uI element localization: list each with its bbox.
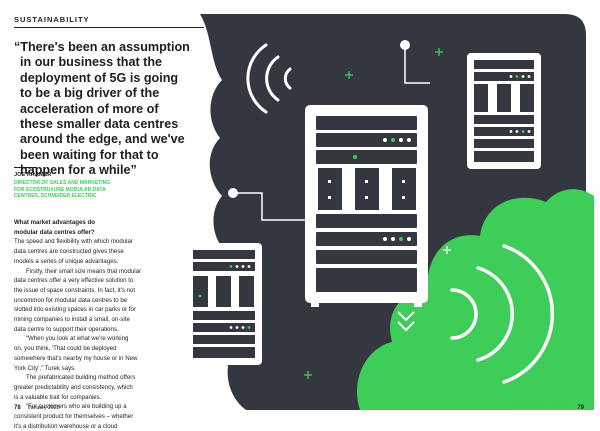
paragraph-line: Firstly, their small size means that mod… [26,267,142,275]
attribution-title-line: FOR ECOSTRUXURE MODULAR DATA [14,186,106,193]
article-paragraph: “When you look at what we're working on,… [14,334,210,373]
paragraph-line: consistent product for themselves – whet… [14,413,134,421]
plus-icon [443,246,451,254]
wifi-signal-icon [246,43,292,114]
page-number: 79 [577,405,584,411]
footer-left: 78 January 2023 [14,405,60,411]
attribution-title: DIRECTOR OF SALES AND MARKETING FOR ECOS… [14,180,174,200]
pull-quote-line: “There's been an assumption [14,40,190,54]
pull-quote-line: happen for a while” [20,163,137,178]
server-rack-icon [186,243,262,365]
connector-node [228,188,238,198]
paragraph-line: models a series of unique advantages. [14,257,119,265]
paragraph-line: is a valuable trait for companies. [14,393,102,401]
server-rack-icon [305,105,428,307]
pull-quote: “There's been an assumption in our busin… [14,40,214,179]
paragraph-line: somewhere that's nearby my house or in N… [14,354,138,362]
paragraph-line: mining companies to install a small, on-… [14,316,130,324]
pull-quote-line: to be a big driver of the [20,86,160,101]
attribution-title-line: CENTRES, SCHNEIDER ELECTRIC [14,193,97,200]
pull-quote-line: around the edge, and we've [20,132,185,147]
pull-quote-line: in our business that the [20,55,163,70]
attribution-divider [14,167,36,168]
paragraph-line: uncommon for modular data centres to be [14,296,128,304]
pull-quote-line: these smaller data centres [20,117,179,132]
article-paragraph: The prefabricated building method offers… [14,373,210,402]
connector-node [400,40,410,50]
article-body: What market advantages do modular data c… [14,218,210,431]
pull-quote-line: deployment of 5G is going [20,70,179,85]
pull-quote-line: been waiting for that to [20,147,159,162]
paragraph-line: on, you think, 'That could be deployed [14,345,117,353]
paragraph-line: data centres are constructed gives these [14,248,124,256]
paragraph-line: greater predictability and consistency, … [14,383,133,391]
paragraph-line: data centres offer a very effective solu… [14,277,134,285]
paragraph-line: The speed and flexibility with which mod… [14,238,133,246]
paragraph-line: data centre to support their operations. [14,325,119,333]
section-divider [14,27,204,28]
plus-icon [435,48,443,56]
article-paragraph: The speed and flexibility with which mod… [14,237,210,266]
paragraph-line: York City',” Turek says. [14,364,76,372]
section-label: SUSTAINABILITY [14,15,90,24]
paragraph-line: “For customers who are building up a [26,403,127,411]
paragraph-line: it's a distribution warehouse or a cloud [14,422,118,430]
attribution-name: JOE KRAMER [14,172,52,178]
page-number: 78 [14,405,21,411]
chevron-down-icon [397,311,415,332]
paragraph-line: The prefabricated building method offers [26,374,136,382]
attribution-title-line: DIRECTOR OF SALES AND MARKETING [14,180,111,186]
article-paragraph: Firstly, their small size means that mod… [14,267,210,335]
green-cloud [356,189,594,410]
plus-icon [304,371,312,379]
footer-right: datacentremagazine.com 79 [512,405,584,411]
pull-quote-line: acceleration of more of [20,101,159,116]
paragraph-line: slotted into existing spaces in car park… [14,306,136,314]
article-subheading: What market advantages do modular data c… [14,218,210,237]
issue-date: January 2023 [28,405,60,411]
wifi-signal-icon [450,244,555,384]
paragraph-line: “When you look at what we're working [26,335,129,343]
paragraph-line: the issue of space constraints. In fact,… [14,286,136,294]
subheading-line: modular data centres offer? [14,228,95,236]
magazine-url[interactable]: datacentremagazine.com [511,405,570,411]
server-rack-icon [467,53,541,169]
subheading-line: What market advantages do [14,219,95,226]
connector-lines [233,45,430,221]
plus-icon [345,71,353,79]
